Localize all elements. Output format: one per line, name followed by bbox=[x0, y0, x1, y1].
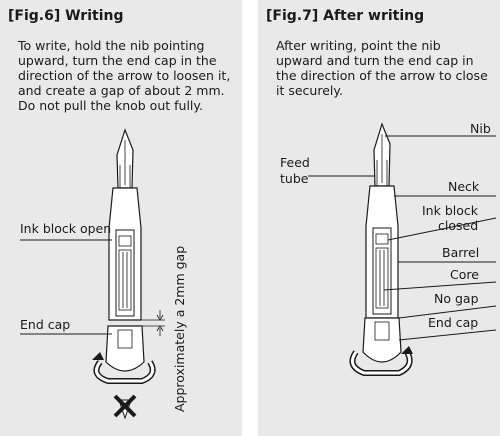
fig7-feed-label-1: Feed bbox=[280, 155, 310, 170]
fig7-end-cap-leader bbox=[398, 329, 497, 341]
fig7-ink-block-label-1: Ink block bbox=[422, 203, 478, 218]
fig7-desc-line: After writing, point the nib bbox=[276, 38, 441, 53]
fig6-desc-line: To write, hold the nib pointing bbox=[18, 38, 205, 53]
fig7-end-cap-label: End cap bbox=[428, 315, 479, 330]
fig7-title: [Fig.7] After writing bbox=[266, 8, 425, 24]
fig7-desc-line: it securely. bbox=[276, 83, 343, 98]
fig6-desc-line: upward, turn the end cap in the bbox=[18, 53, 217, 68]
fig6-panel: [Fig.6] Writing To write, hold the nib p… bbox=[0, 0, 242, 436]
fig7-core-label: Core bbox=[450, 267, 479, 282]
fig7-barrel-label: Barrel bbox=[442, 245, 480, 260]
fig7-pen-illustration bbox=[308, 122, 497, 376]
fig6-title: [Fig.6] Writing bbox=[8, 8, 124, 24]
fig7-neck-label: Neck bbox=[448, 179, 480, 194]
fig7-feed-label-2: tube bbox=[280, 171, 309, 186]
fig7-ink-block-label-2: closed bbox=[438, 218, 479, 233]
fig6-rotate-arrow bbox=[92, 352, 156, 384]
fig7-nib-label: Nib bbox=[470, 121, 491, 136]
fig6-desc-line: and create a gap of about 2 mm. bbox=[18, 83, 225, 98]
fig6-pen-illustration bbox=[20, 128, 165, 420]
fig6-description: To write, hold the nib pointing upward, … bbox=[18, 38, 236, 113]
fig7-desc-line: the direction of the arrow to close bbox=[276, 68, 488, 83]
fig6-end-cap bbox=[105, 325, 145, 372]
fig7-core-leader bbox=[383, 281, 497, 291]
fig7-rotate-arrow bbox=[349, 346, 413, 376]
fig6-ink-block-open-label: Ink block open bbox=[20, 221, 112, 236]
fig7-no-gap-label: No gap bbox=[434, 291, 479, 306]
fig7-no-gap-leader bbox=[398, 305, 497, 319]
fig6-desc-line: Do not pull the knob out fully. bbox=[18, 98, 203, 113]
fig7-panel: [Fig.7] After writing After writing, poi… bbox=[258, 0, 500, 436]
fig6-desc-line: direction of the arrow to loosen it, bbox=[18, 68, 231, 83]
fig7-desc-line: upward and turn the end cap in bbox=[276, 53, 474, 68]
fig7-ink-block-leader bbox=[387, 217, 497, 241]
fig7-description: After writing, point the nib upward and … bbox=[276, 38, 494, 98]
fig6-gap-label: Approximately a 2mm gap bbox=[172, 245, 187, 412]
fig6-do-not-pull-icon bbox=[113, 394, 137, 420]
fig6-end-cap-label: End cap bbox=[20, 317, 71, 332]
